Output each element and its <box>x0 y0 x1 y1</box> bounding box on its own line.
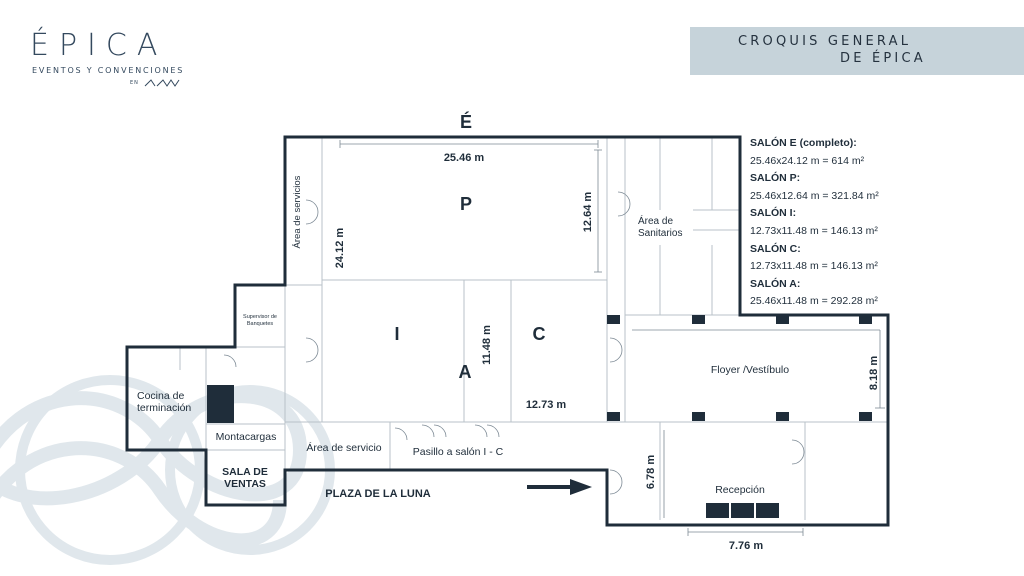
legend-value: 12.73x11.48 m = 146.13 m² <box>750 260 878 273</box>
dim-top-width: 25.46 m <box>444 152 485 164</box>
legend-value: 25.46x11.48 m = 292.28 m² <box>750 295 878 308</box>
label-foyer: Floyer /Vestíbulo <box>711 364 789 376</box>
label-supervisor-1: Supervisor de <box>243 314 277 320</box>
room-c: C <box>533 324 546 344</box>
dim-recepcion-width: 7.76 m <box>729 540 763 552</box>
dim-foyer-height: 8.18 m <box>868 356 880 390</box>
outer-wall <box>125 135 890 527</box>
label-sala-ventas-1: SALA DE <box>222 466 268 478</box>
room-i: I <box>394 324 399 344</box>
label-area-servicio: Área de servicio <box>306 441 381 454</box>
dim-p-height: 12.64 m <box>582 192 594 233</box>
label-plaza: PLAZA DE LA LUNA <box>325 488 431 500</box>
room-a: A <box>459 362 472 382</box>
title-banner: CROQUIS GENERAL DE ÉPICA <box>690 27 1024 75</box>
dim-c-width: 12.73 m <box>526 399 567 411</box>
legend-heading: SALÓN I: <box>750 207 797 220</box>
dimension-lines <box>339 140 885 536</box>
label-recepcion: Recepción <box>715 484 765 496</box>
legend-heading: SALÓN C: <box>750 242 801 255</box>
room-p: P <box>460 194 472 214</box>
watermark-icon <box>0 375 335 565</box>
label-sanitarios-2: Sanitarios <box>638 228 682 239</box>
arrow-right-icon <box>527 479 592 495</box>
legend-heading: SALÓN P: <box>750 172 801 185</box>
area-legend: SALÓN E (completo): 25.46x24.12 m = 614 … <box>750 135 1010 311</box>
label-area-servicios: Área de servicios <box>292 175 303 248</box>
doors <box>223 191 805 495</box>
label-e: É <box>460 111 472 132</box>
legend-value: 25.46x24.12 m = 614 m² <box>750 154 865 167</box>
columns <box>207 315 872 518</box>
label-cocina-2: terminación <box>137 402 191 414</box>
dim-a-height: 11.48 m <box>481 325 493 365</box>
legend-heading: SALÓN A: <box>750 277 801 290</box>
logo-en: EN <box>130 80 139 86</box>
legend-value: 12.73x11.48 m = 146.13 m² <box>750 224 878 237</box>
logo-tagline: EVENTOS Y CONVENCIONES <box>32 66 185 75</box>
title-line-1: CROQUIS GENERAL <box>738 34 912 49</box>
epica-logo: ÉPICA EVENTOS Y CONVENCIONES EN <box>28 28 198 98</box>
label-sanitarios-1: Área de <box>638 214 673 227</box>
title-line-2: DE ÉPICA <box>840 51 926 66</box>
dim-left-height: 24.12 m <box>334 228 346 269</box>
logo-mark-icon <box>144 79 180 87</box>
label-supervisor-2: Banquetes <box>247 321 274 327</box>
dim-recepcion-height: 6.78 m <box>645 455 657 489</box>
label-sala-ventas-2: VENTAS <box>224 478 266 490</box>
logo-wordmark: ÉPICA <box>30 28 168 63</box>
label-pasillo: Pasillo a salón I - C <box>413 446 504 458</box>
legend-value: 25.46x12.64 m = 321.84 m² <box>750 189 879 202</box>
label-montacargas: Montacargas <box>216 431 277 443</box>
legend-heading: SALÓN E (completo): <box>750 137 857 149</box>
label-cocina-1: Cocina de <box>137 390 184 402</box>
